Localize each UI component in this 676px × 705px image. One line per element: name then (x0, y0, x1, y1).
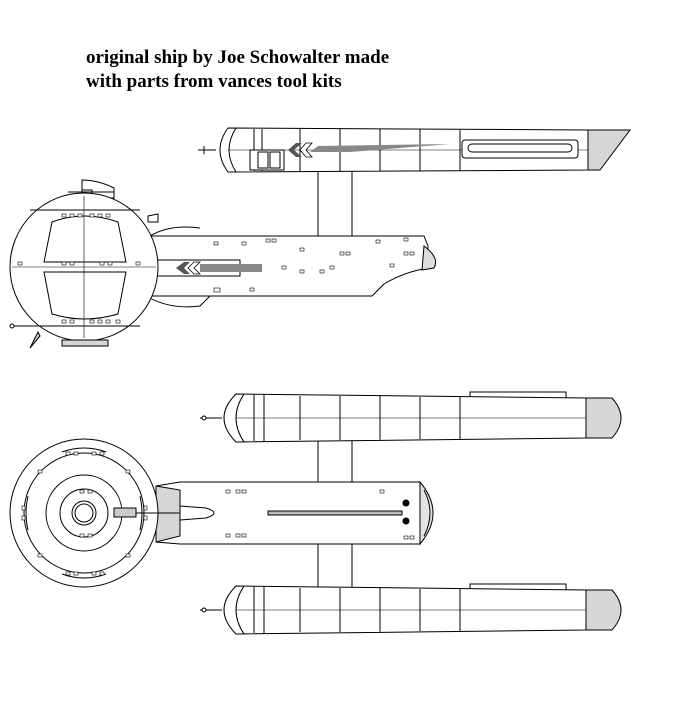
side-view (9, 127, 631, 349)
caption-line-2: with parts from vances tool kits (86, 71, 342, 92)
top-nacelle-upper-cap (585, 397, 622, 439)
side-saucer (9, 179, 159, 349)
side-engineering-hull (145, 226, 437, 308)
top-pylon-upper (317, 437, 353, 485)
caption-line-1: original ship by Joe Schowalter made (86, 47, 390, 68)
top-nacelle-upper (200, 391, 622, 443)
top-hull-stripe (267, 510, 403, 516)
top-engineering-hull (155, 480, 434, 546)
top-pylon-lower (317, 539, 353, 591)
top-saucer (9, 438, 180, 588)
side-pylon (317, 167, 353, 243)
caption: original ship by Joe Schowalter made wit… (86, 46, 446, 94)
top-nacelle-lower (200, 583, 622, 635)
top-view (9, 391, 622, 635)
top-nacelle-lower-cap (585, 589, 622, 631)
side-nacelle (198, 127, 631, 173)
side-nacelle-stripe (310, 144, 450, 152)
side-nacelle-cap (587, 129, 631, 171)
side-hull-stripe (200, 264, 262, 272)
